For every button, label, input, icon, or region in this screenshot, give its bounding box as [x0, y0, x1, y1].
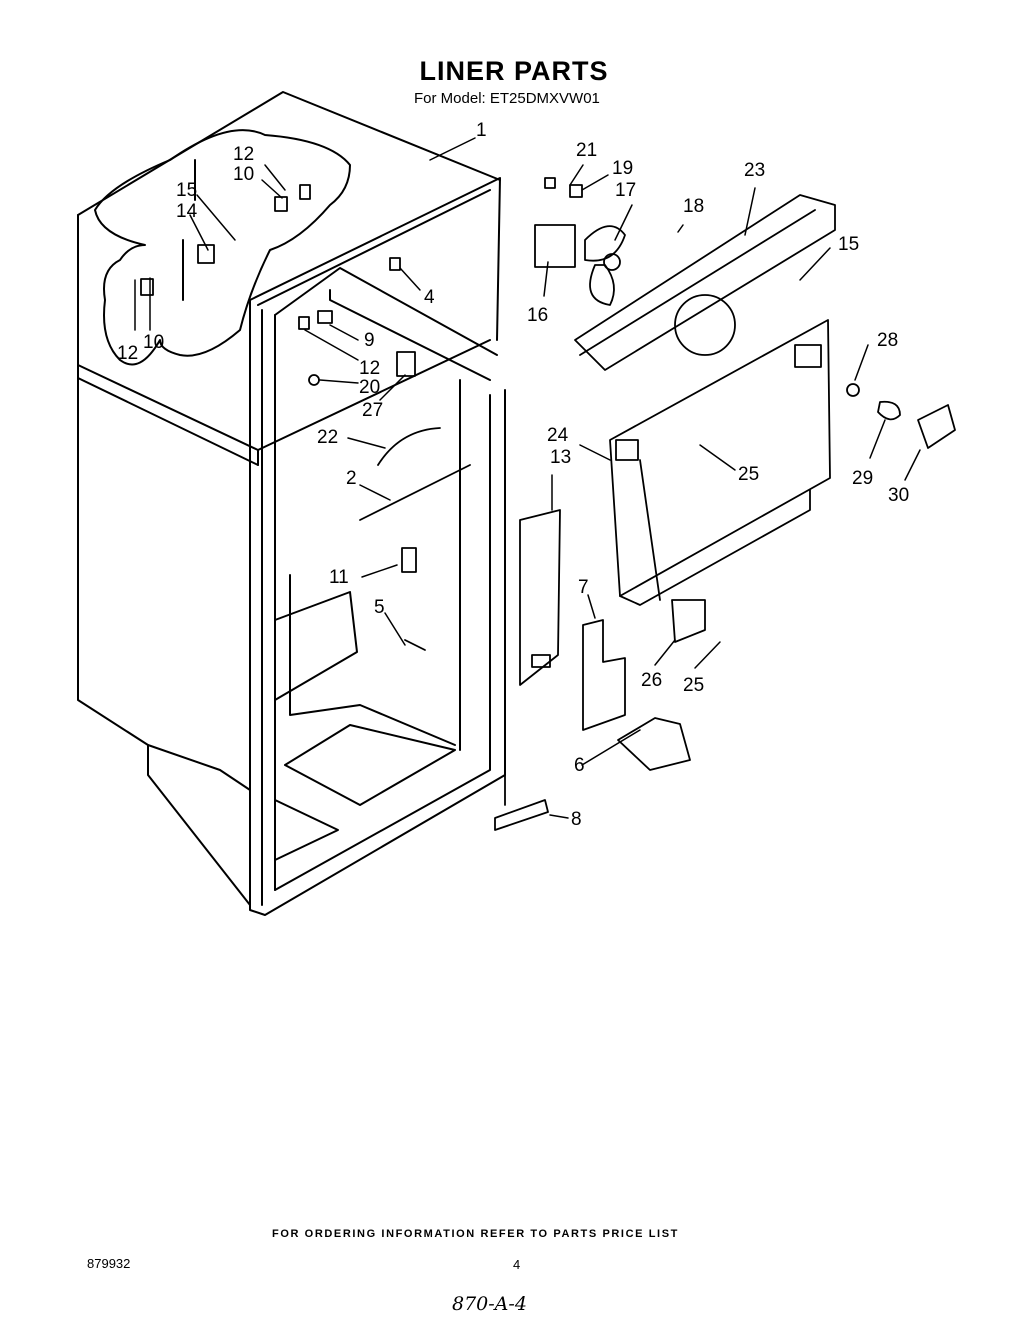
rear-panel: [609, 319, 831, 643]
callout-label: 17: [615, 180, 636, 201]
model-subtitle: For Model: ET25DMXVW01: [414, 90, 600, 107]
callout-label: 16: [527, 305, 548, 326]
callout-label: 10: [233, 164, 254, 185]
evaporator-cover: [574, 194, 836, 371]
callout-label: 2: [346, 468, 357, 489]
callout-label: 29: [852, 468, 873, 489]
fan-assembly: [534, 177, 626, 306]
callout-label: 1: [476, 120, 487, 141]
callout-numbers: 1 12 10 15 14 12 10 21 19 17 18 23 15 4 …: [117, 120, 909, 830]
callout-label: 5: [374, 597, 385, 618]
callout-label: 27: [362, 400, 383, 421]
cabinet-outline: [77, 91, 506, 916]
callout-label: 15: [838, 234, 859, 255]
callout-label: 19: [612, 158, 633, 179]
callout-label: 22: [317, 427, 338, 448]
callout-label: 18: [683, 196, 704, 217]
page-number: 4: [513, 1257, 521, 1272]
callout-label: 8: [571, 809, 582, 830]
callout-label: 20: [359, 377, 380, 398]
callout-label: 4: [424, 287, 435, 308]
callout-label: 15: [176, 180, 197, 201]
document-number: 879932: [87, 1256, 131, 1271]
callout-label: 23: [744, 160, 765, 181]
callout-label: 12: [359, 358, 380, 379]
callout-label: 7: [578, 577, 589, 598]
light-assembly: [846, 383, 956, 449]
callout-label: 12: [117, 343, 138, 364]
callout-label: 21: [576, 140, 597, 161]
callout-label: 14: [176, 201, 198, 222]
callout-label: 9: [364, 330, 375, 351]
ordering-info-note: FOR ORDERING INFORMATION REFER TO PARTS …: [272, 1228, 679, 1240]
callout-label: 24: [547, 425, 569, 446]
callout-label: 6: [574, 755, 585, 776]
callout-label: 12: [233, 144, 254, 165]
callout-label: 25: [738, 464, 759, 485]
page-title: LINER PARTS: [419, 56, 609, 86]
callout-label: 25: [683, 675, 704, 696]
duct-parts: [494, 394, 691, 831]
cabinet-small-parts: [140, 184, 471, 651]
callout-label: 30: [888, 485, 909, 506]
callout-label: 26: [641, 670, 662, 691]
callout-label: 11: [329, 567, 349, 588]
callout-label: 10: [143, 332, 164, 353]
handwritten-note: 870-A-4: [452, 1293, 527, 1315]
callout-leaders: [134, 137, 921, 819]
callout-label: 13: [550, 447, 571, 468]
callout-label: 28: [877, 330, 898, 351]
